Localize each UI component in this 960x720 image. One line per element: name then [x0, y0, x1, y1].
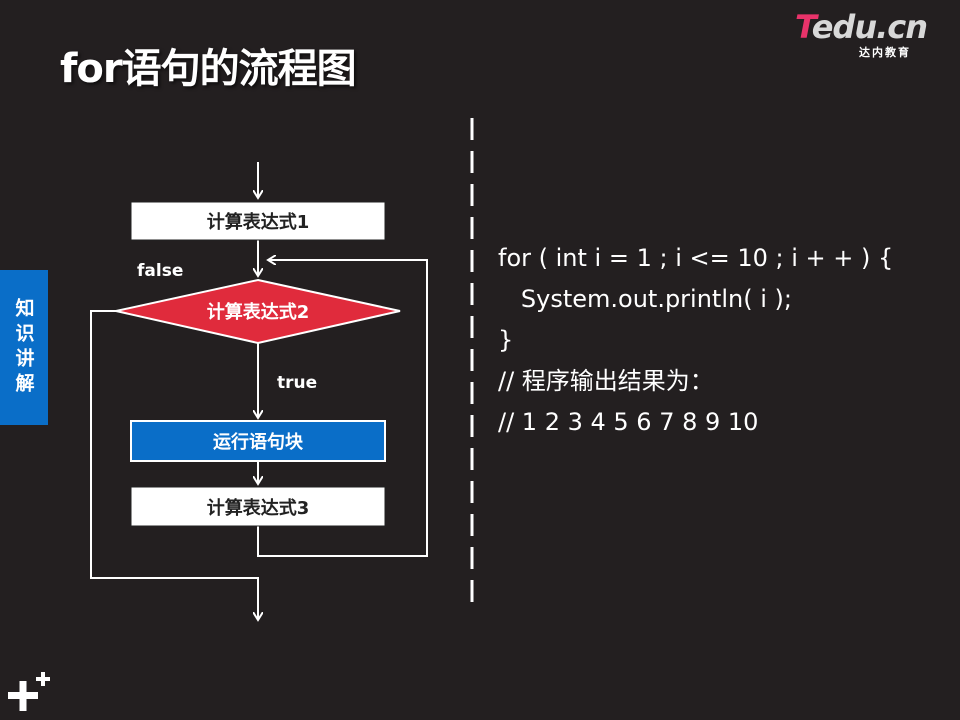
code-line: // 程序输出结果为： — [498, 367, 714, 395]
node-expr3-box — [130, 486, 386, 527]
logo-subtitle: 达内教育 — [859, 46, 911, 59]
node-expr2-diamond — [115, 278, 401, 345]
node-expr2-label: 计算表达式2 — [207, 301, 310, 323]
node-body-box — [130, 420, 386, 462]
node-expr3-label: 计算表达式3 — [207, 497, 310, 519]
section-tab-label: 知识讲解 — [12, 297, 35, 398]
loop-back-arrow — [257, 260, 428, 557]
false-exit-arrow — [90, 310, 258, 620]
slide-title: for语句的流程图 — [60, 46, 357, 92]
node-body-label: 运行语句块 — [213, 431, 304, 453]
code-line: } — [498, 326, 514, 354]
code-line: for ( int i = 1 ; i <= 10 ; i + + ) { — [498, 244, 894, 272]
edge-label-false: false — [137, 261, 183, 281]
plus-icon — [8, 672, 50, 711]
logo-brand: Tedu.cn — [795, 8, 928, 46]
code-block: for ( int i = 1 ; i <= 10 ; i + + ) { Sy… — [498, 238, 893, 443]
code-line: // 1 2 3 4 5 6 7 8 9 10 — [498, 408, 759, 436]
node-expr1-box — [130, 201, 386, 241]
section-tab: 知识讲解 — [0, 270, 48, 425]
edge-label-true: true — [277, 373, 317, 393]
node-expr1-label: 计算表达式1 — [207, 211, 310, 233]
tedu-logo: Tedu.cn 达内教育 — [795, 8, 935, 60]
code-line: System.out.println( i ); — [498, 285, 792, 313]
